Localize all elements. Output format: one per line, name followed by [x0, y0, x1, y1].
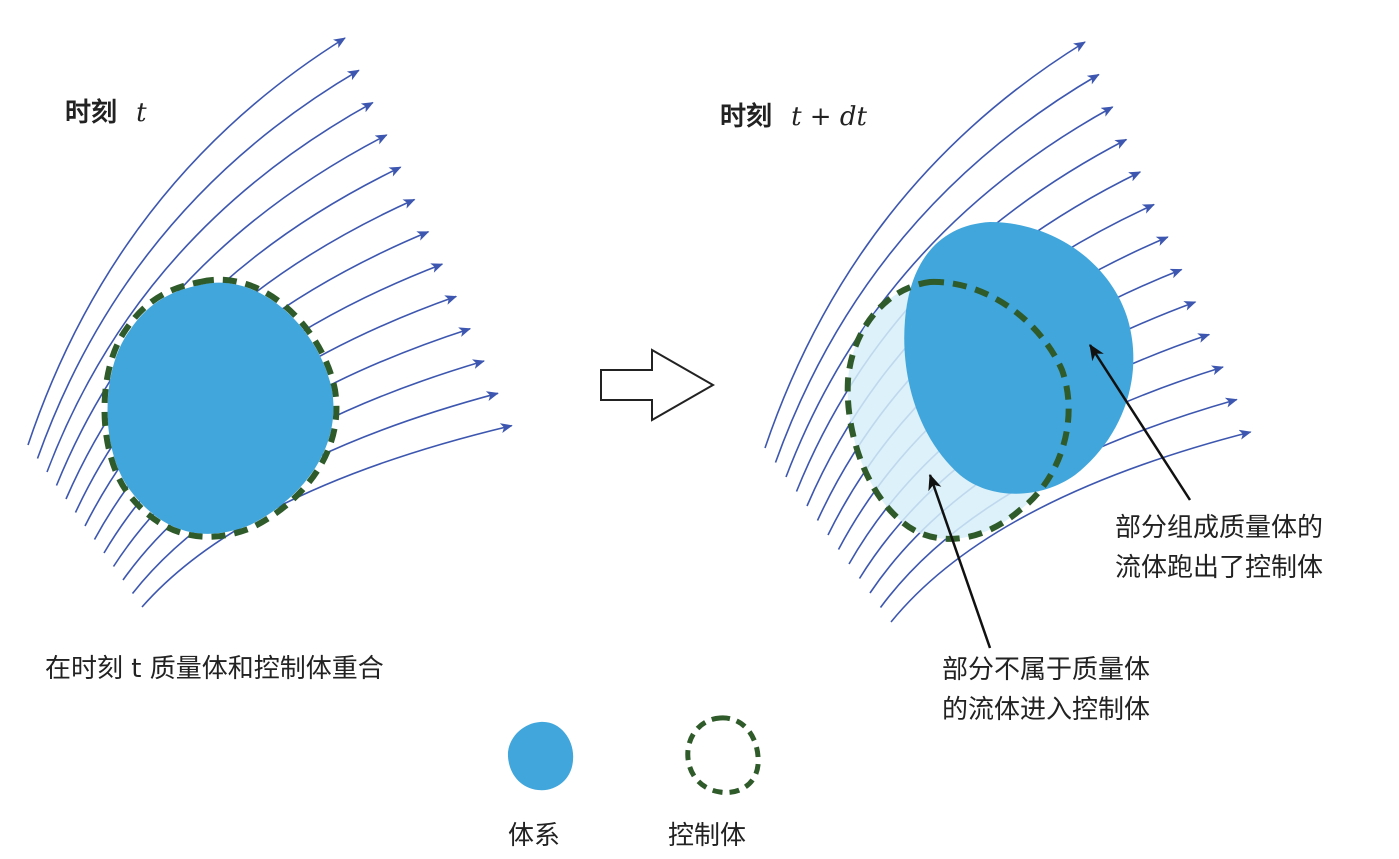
annotation-arrow-out — [1088, 344, 1192, 501]
legend-control-volume-icon — [685, 715, 761, 796]
system-body-t-dt — [904, 222, 1134, 494]
time-label-right: 时刻 t + dt — [720, 96, 867, 133]
streamline — [27, 37, 346, 446]
annotation-arrow-in — [928, 473, 992, 649]
time-label-text: 时刻 — [65, 98, 118, 128]
annotation-out: 部分组成质量体的 流体跑出了控制体 — [1115, 508, 1323, 588]
annotation-in: 部分不属于质量体 的流体进入控制体 — [942, 650, 1150, 730]
streamline — [55, 134, 388, 486]
time-symbol: t — [136, 98, 147, 128]
control-volume-t-dt — [844, 278, 1072, 542]
time-label-left: 时刻 t — [65, 92, 147, 129]
annotation-out-line1: 部分组成质量体的 — [1115, 513, 1324, 543]
transition-arrow — [600, 348, 716, 422]
legend-system-label: 体系 — [508, 821, 561, 851]
streamline — [785, 106, 1114, 478]
legend-control-volume-label: 控制体 — [668, 821, 747, 851]
annotation-in-line1: 部分不属于质量体 — [942, 655, 1151, 685]
streamline — [890, 429, 1252, 623]
annotation-out-line2: 流体跑出了控制体 — [1115, 553, 1324, 583]
streamline — [774, 73, 1100, 463]
streamline — [764, 41, 1086, 449]
time-label-text: 时刻 — [720, 102, 773, 132]
legend-system-icon — [507, 721, 574, 791]
caption-left: 在时刻 t 质量体和控制体重合 — [45, 654, 384, 684]
annotation-in-line2: 的流体进入控制体 — [942, 695, 1151, 725]
streamline — [46, 101, 374, 473]
control-volume-t — [101, 276, 340, 540]
streamline — [141, 423, 513, 608]
streamline — [36, 69, 360, 459]
time-symbol: t + dt — [791, 102, 867, 132]
system-body-t — [107, 282, 334, 534]
